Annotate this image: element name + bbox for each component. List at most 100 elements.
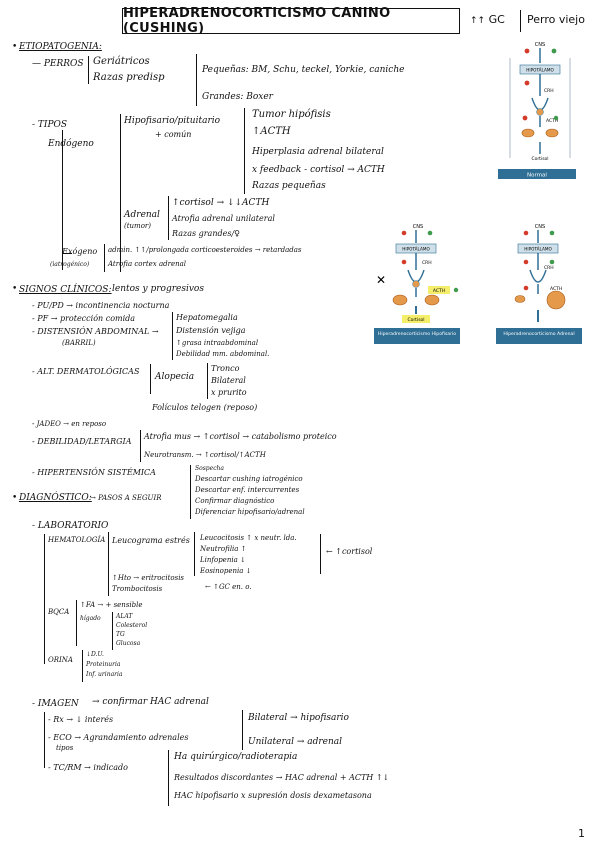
header-divider	[520, 10, 521, 32]
signo-sub: (BARRIL)	[62, 339, 96, 347]
bullet-dot: •	[12, 493, 18, 503]
tipos-label: - TIPOS	[32, 120, 68, 130]
bqca-higado: hígado	[80, 615, 101, 622]
cross-icon: ✕	[376, 273, 386, 287]
bracket	[108, 532, 109, 596]
debilidad-item: Neurotransm. → ↑cortisol/↑ACTH	[144, 451, 266, 459]
bracket	[88, 56, 89, 84]
crh-label: CRH	[422, 260, 432, 266]
leucograma-item: Leucocitosis ↑ x neutr. lda.	[200, 534, 297, 542]
adrenal-sub: (tumor)	[124, 222, 151, 230]
distension-item: Distensión vejiga	[176, 326, 246, 335]
bracket	[168, 196, 169, 240]
bqca-item: ALAT	[116, 613, 133, 620]
bracket	[244, 108, 245, 194]
bracket	[320, 534, 321, 574]
signo-item: - PF → protección comida	[32, 314, 136, 323]
gc-note: ← ↑GC en. o.	[205, 583, 252, 591]
bqca-item: Glucosa	[116, 640, 141, 647]
arrows-icon: ↑↑	[470, 16, 486, 26]
section-signos: SIGNOS CLÍNICOS:	[19, 285, 112, 295]
paso-item: Sospecha	[195, 465, 224, 472]
imagen-label: - IMAGEN	[32, 699, 79, 709]
hipofisario-item: x feedback - cortisol → ACTH	[252, 165, 385, 175]
fa-item: ↑FA → + sensible	[80, 601, 143, 609]
abbr-label: ↑↑ GC	[470, 13, 505, 26]
cns-label: CNS	[535, 224, 545, 230]
bracket	[168, 750, 169, 806]
hipo-label: Hiperadrenocorticismo Hipofisario	[378, 331, 456, 337]
leucograma-item: Eosinopenia ↓	[200, 567, 252, 575]
green-dot	[551, 48, 557, 54]
red-dot	[524, 48, 530, 54]
bracket	[104, 244, 105, 272]
alopecia-item: Bilateral	[211, 376, 246, 385]
laboratorio-label: - LABORATORIO	[32, 521, 109, 531]
hipofisario-item: Hiperplasia adrenal bilateral	[252, 147, 384, 157]
signo-item: - HIPERTENSIÓN SISTÉMICA	[32, 468, 156, 477]
bracket	[82, 650, 83, 682]
bracket	[120, 114, 121, 272]
cortisol-label: Cortisol	[531, 156, 548, 162]
tree-line	[44, 534, 45, 664]
normal-axis-diagram: CNS HIPOTÁLAMO CRH ACTH Cortisol Normal	[498, 42, 576, 179]
hipofisario-label: Hipofisario/pituitario	[124, 116, 221, 126]
eco-result: Unilateral → adrenal	[248, 737, 343, 747]
tcrm-result: Ha quirúrgico/radioterapia	[174, 752, 298, 762]
perros-item: Razas predisp	[93, 72, 165, 83]
perros-label: — PERROS	[32, 59, 84, 69]
paso-item: Descartar enf. intercurrentes	[195, 486, 300, 494]
rx-item: - Rx → ↓ interés	[48, 715, 114, 724]
orina-item: Proteinuria	[86, 661, 121, 668]
alopecia-item: Tronco	[211, 364, 240, 373]
paso-item: Confirmar diagnóstico	[195, 497, 275, 505]
bqca-item: Colesterol	[116, 622, 148, 629]
tcrm-item: - TC/RM → indicado	[48, 763, 128, 772]
trombo-item: Trombocitosis	[112, 585, 163, 593]
alopecia-item: x prurito	[211, 388, 247, 397]
signo-item: - PU/PD → incontinencia nocturna	[32, 301, 170, 310]
endogeno-label: Endógeno	[48, 139, 94, 149]
orina-item: Inf. urinaria	[86, 671, 123, 678]
crh-label: CRH	[544, 265, 554, 271]
leucograma-label: Leucograma estrés	[112, 536, 190, 545]
exogeno-label: Exógeno	[62, 247, 98, 256]
normal-label: Normal	[527, 173, 547, 179]
exogeno-item: admin. ↑↑/prolongada corticoesteroides →…	[108, 246, 302, 254]
signos-note: lentos y progresivos	[112, 284, 204, 294]
leucograma-item: Linfopenia ↓	[200, 556, 246, 564]
signo-item: - DISTENSIÓN ABDOMINAL →	[32, 327, 159, 336]
perros-item: Geriátricos	[93, 56, 150, 67]
orina-item: ↓D.U.	[86, 651, 104, 658]
tree-line	[44, 712, 45, 768]
distension-item: Hepatomegalia	[176, 313, 238, 322]
distension-item: Debilidad mm. abdominal.	[176, 350, 270, 358]
bracket	[190, 465, 191, 519]
bqca-item: TG	[116, 631, 125, 638]
eco-result: Bilateral → hipofisario	[248, 713, 349, 723]
tree-branch	[62, 253, 72, 254]
acth-label: ACTH	[546, 118, 558, 124]
diagnostico-note: → PASOS A SEGUIR	[90, 494, 162, 502]
alopecia-label: Alopecia	[155, 372, 195, 382]
distension-item: ↑grasa intraabdominal	[176, 339, 259, 347]
eco-item: - ECO → Agrandamiento adrenales	[48, 733, 189, 742]
bracket	[112, 612, 113, 650]
paso-item: Diferenciar hipofisario/adrenal	[195, 508, 305, 516]
cns-label: CNS	[535, 42, 545, 48]
exogeno-item: Atrofia cortex adrenal	[108, 260, 187, 268]
section-etiopatogenia: ETIOPATOGENIA:	[19, 42, 102, 52]
hipotalamo-label: HIPOTÁLAMO	[526, 68, 554, 73]
hipotalamo-label: HIPOTÁLAMO	[402, 247, 430, 252]
cns-label: CNS	[413, 224, 423, 230]
signo-item: - JADEO → en reposo	[32, 420, 107, 428]
tree-line	[62, 130, 63, 270]
hipotalamo-label: HIPOTÁLAMO	[524, 247, 552, 252]
bracket	[150, 364, 151, 394]
adrenal-label: Adrenal	[124, 210, 160, 220]
hipofisario-item: Tumor hipófisis	[252, 109, 331, 120]
bullet-dot: •	[12, 284, 18, 294]
raza-item: Pequeñas: BM, Schu, teckel, Yorkie, cani…	[202, 65, 405, 75]
page-number: 1	[578, 827, 585, 840]
tcrm-result: HAC hipofisario x supresión dosis dexame…	[174, 791, 372, 800]
